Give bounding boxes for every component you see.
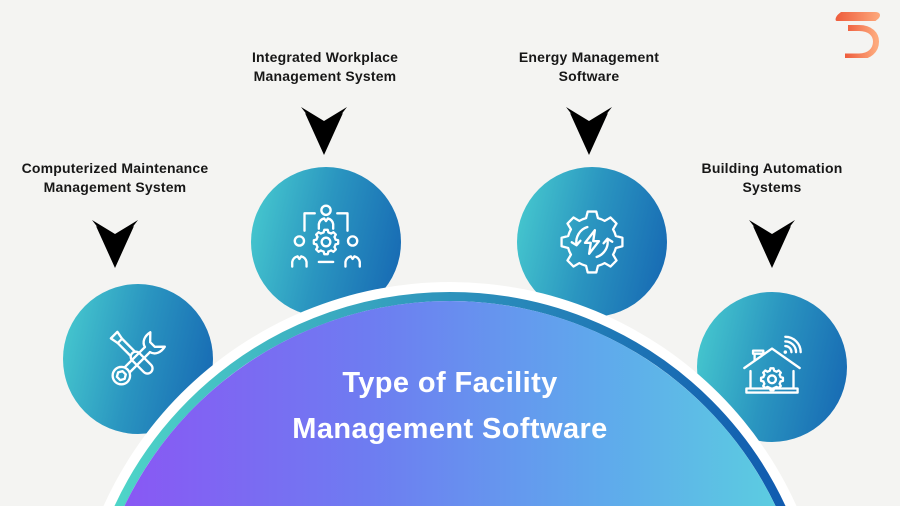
node-label-cmms: Computerized Maintenance Management Syst… xyxy=(3,159,227,197)
smart-home-icon xyxy=(743,335,802,394)
node-circle-bas xyxy=(697,292,847,442)
td-logo-icon xyxy=(835,12,881,58)
wrench xyxy=(111,331,166,386)
down-arrow-icon xyxy=(92,220,138,268)
label-line: Software xyxy=(558,68,620,84)
node-circle-ems xyxy=(517,167,667,317)
down-arrow-icon xyxy=(749,220,795,268)
bracket-left xyxy=(303,212,316,232)
cycle-arrow xyxy=(595,238,609,259)
node-label-ems: Energy Management Software xyxy=(477,48,701,86)
wifi-dot xyxy=(783,350,788,354)
bracket-right xyxy=(336,212,349,232)
cycle-arrow xyxy=(575,225,589,246)
node-circle-iwms xyxy=(251,167,401,317)
node-label-bas: Building Automation Systems xyxy=(660,159,884,197)
label-line: Management System xyxy=(253,68,397,84)
page-title: Type of Facility Management Software xyxy=(190,360,710,452)
down-arrow-icon xyxy=(301,107,347,155)
label-line: Building Automation xyxy=(701,160,843,176)
title-line-1: Type of Facility xyxy=(342,367,558,399)
label-line: Integrated Workplace xyxy=(251,49,399,65)
tools-icon xyxy=(109,330,166,386)
label-line: Systems xyxy=(742,179,802,195)
down-arrow-icon xyxy=(566,107,612,155)
title-line-2: Management Software xyxy=(292,413,608,445)
label-line: Computerized Maintenance xyxy=(21,160,209,176)
node-label-iwms: Integrated Workplace Management System xyxy=(213,48,437,86)
lightning-bolt xyxy=(583,229,601,255)
team-gear-icon xyxy=(291,204,361,268)
label-line: Energy Management xyxy=(518,49,660,65)
walls xyxy=(749,369,795,390)
label-line: Management System xyxy=(43,179,187,195)
energy-gear-icon xyxy=(560,210,624,274)
